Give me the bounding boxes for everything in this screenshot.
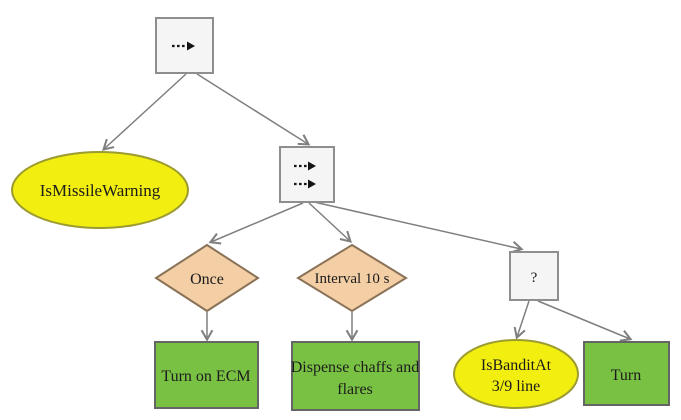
turn-box: [583, 341, 670, 406]
node-selector: ?: [509, 251, 559, 301]
dispense-label-line2: flares: [337, 381, 373, 398]
node-turn: Turn: [583, 341, 670, 406]
once-label: Once: [190, 271, 224, 288]
sequence-arrow-icon: [294, 161, 316, 171]
once-diamond: [154, 243, 260, 313]
interval-label: Interval 10 s: [315, 271, 390, 287]
node-sub-sequence: [279, 146, 335, 203]
edge-root-to-subsequence: [196, 73, 308, 144]
turn-label: Turn: [611, 367, 642, 384]
is-missile-warning-label: IsMissileWarning: [40, 181, 161, 200]
edge-subsequence-to-selector: [313, 201, 521, 249]
is-bandit-at-ellipse: [453, 339, 579, 409]
dispense-label-line1: Dispense chaffs and: [291, 359, 420, 376]
selector-box: [509, 251, 559, 301]
edge-root-to-missile: [104, 73, 187, 149]
sequence-arrow-icon: [294, 179, 316, 189]
sequence-arrow-icon: [172, 41, 195, 51]
node-root-sequence: [155, 17, 214, 74]
root-sequence-box: [155, 17, 214, 74]
node-once: Once: [154, 243, 260, 313]
node-dispense-chaffs-flares: Dispense chaffs and flares: [291, 341, 420, 411]
turn-on-ecm-label: Turn on ECM: [161, 368, 250, 385]
node-interval-10s: Interval 10 s: [296, 243, 408, 313]
node-is-bandit-at: IsBanditAt 3/9 line: [453, 339, 579, 409]
dispense-box: [291, 341, 420, 411]
is-bandit-at-label-line1: IsBanditAt: [481, 357, 552, 374]
turn-on-ecm-box: [154, 341, 259, 409]
node-is-missile-warning: IsMissileWarning: [11, 151, 189, 229]
edge-subsequence-to-interval: [308, 202, 350, 241]
node-turn-on-ecm: Turn on ECM: [154, 341, 259, 409]
edges: [104, 73, 630, 339]
selector-label: ?: [531, 270, 538, 286]
is-missile-warning-ellipse: [11, 151, 189, 229]
edge-selector-to-bandit: [517, 300, 530, 337]
edge-subsequence-to-once: [211, 202, 304, 242]
edge-selector-to-turn: [537, 300, 630, 339]
sub-sequence-box: [279, 146, 335, 203]
interval-diamond: [296, 243, 408, 313]
is-bandit-at-label-line2: 3/9 line: [492, 378, 540, 395]
